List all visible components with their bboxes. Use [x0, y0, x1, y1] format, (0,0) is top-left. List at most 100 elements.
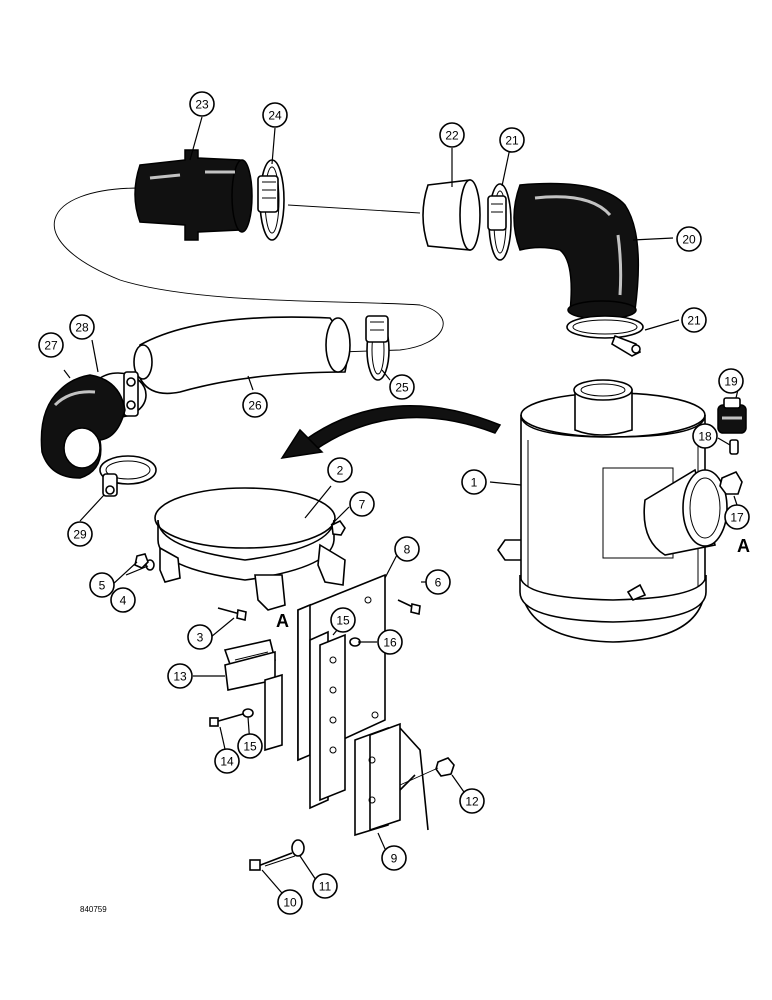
callout-circle: [89, 572, 115, 598]
callout-circle: [349, 491, 375, 517]
elbow-hose-20: [513, 182, 640, 320]
callout-number: 29: [73, 528, 87, 542]
callout-16: 16: [377, 629, 403, 655]
callout-number: 7: [359, 498, 366, 512]
callout-circle: [425, 569, 451, 595]
washer-11: [291, 839, 305, 857]
nut-12: [435, 757, 455, 777]
pipe-adapter-23: [134, 149, 253, 241]
callout-3: 3: [187, 624, 213, 650]
callout-12: 12: [459, 788, 485, 814]
callout-circle: [277, 889, 303, 915]
figure-id: 840759: [80, 905, 107, 914]
callout-17: 17: [724, 504, 750, 530]
bolt-14: [209, 713, 244, 727]
direction-arrowhead: [280, 428, 324, 459]
callout-number: 12: [465, 795, 479, 809]
callout-7: 7: [349, 491, 375, 517]
callout-number: 22: [445, 129, 459, 143]
fitting-18: [729, 439, 739, 455]
bolt-10: [249, 852, 296, 871]
clamp-25: [365, 315, 390, 381]
callout-number: 17: [730, 511, 744, 525]
callout-1: 1: [461, 469, 487, 495]
callout-circle: [327, 457, 353, 483]
callout-number: 26: [248, 399, 262, 413]
callout-18: 18: [692, 423, 718, 449]
callout-number: 5: [99, 579, 106, 593]
callout-19: 19: [718, 368, 744, 394]
air-cleaner-1: [497, 379, 728, 643]
callout-number: 21: [505, 134, 519, 148]
callout-2: 2: [327, 457, 353, 483]
callout-number: 4: [120, 594, 127, 608]
callout-15: 15: [237, 733, 263, 759]
view-marker-a-right: A: [737, 536, 750, 556]
callout-number: 15: [336, 614, 350, 628]
clamp-21-upper: [487, 183, 512, 261]
adapter-17: [719, 470, 743, 495]
callout-number: 15: [243, 740, 257, 754]
callout-21: 21: [681, 307, 707, 333]
callout-number: 25: [395, 381, 409, 395]
nut-line: [399, 767, 439, 786]
callout-number: 13: [173, 670, 187, 684]
callout-25: 25: [389, 374, 415, 400]
bolt-3: [217, 607, 247, 621]
washer-15: [242, 708, 254, 718]
callout-circle: [459, 788, 485, 814]
alignment-line: [287, 204, 421, 214]
callout-circle: [312, 873, 338, 899]
callout-number: 20: [682, 233, 696, 247]
hose-routing-line: [53, 187, 444, 353]
callout-number: 6: [435, 576, 442, 590]
clamp-29: [99, 455, 157, 497]
callout-27: 27: [38, 332, 64, 358]
view-marker-a-left: A: [276, 611, 289, 631]
callout-13: 13: [167, 663, 193, 689]
bolt-6: [397, 599, 421, 615]
callout-circle: [67, 521, 93, 547]
callout-15: 15: [330, 607, 356, 633]
callout-number: 28: [75, 321, 89, 335]
callout-number: 23: [195, 98, 209, 112]
callout-number: 16: [383, 636, 397, 650]
callout-number: 19: [724, 375, 738, 389]
callout-circle: [394, 536, 420, 562]
elbow-27: [40, 374, 126, 479]
callout-circle: [38, 332, 64, 358]
callout-14: 14: [214, 748, 240, 774]
callout-number: 2: [337, 464, 344, 478]
callout-23: 23: [189, 91, 215, 117]
restriction-indicator-19: [717, 397, 747, 434]
lower-bracket-9: [354, 722, 429, 837]
callout-26: 26: [242, 392, 268, 418]
callout-circle: [381, 845, 407, 871]
callout-number: 3: [197, 631, 204, 645]
bracket-13: [223, 639, 283, 752]
callout-circle: [242, 392, 268, 418]
callout-circle: [718, 368, 744, 394]
callout-circle: [692, 423, 718, 449]
callout-circle: [377, 629, 403, 655]
callout-22: 22: [439, 122, 465, 148]
callout-number: 18: [698, 430, 712, 444]
clamp-24: [257, 159, 285, 241]
callout-circle: [167, 663, 193, 689]
callout-circle: [681, 307, 707, 333]
callout-28: 28: [69, 314, 95, 340]
callout-circle: [187, 624, 213, 650]
callout-circle: [461, 469, 487, 495]
direction-arrow: [303, 405, 502, 451]
callout-10: 10: [277, 889, 303, 915]
sleeve-22: [422, 179, 481, 251]
callout-20: 20: [676, 226, 702, 252]
nut-7: [331, 519, 346, 536]
callout-number: 21: [687, 314, 701, 328]
callout-9: 9: [381, 845, 407, 871]
callout-number: 27: [44, 339, 58, 353]
callout-number: 11: [319, 880, 332, 894]
mounting-band-2: [154, 487, 346, 611]
